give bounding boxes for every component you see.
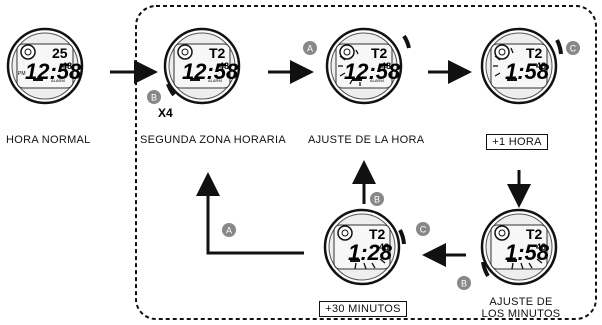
watch-2-sec: 48 (219, 61, 229, 71)
svg-text:C: C (420, 225, 427, 235)
watch-1-sec: 48 (62, 61, 72, 71)
watch-5: T2 1:58 48 (480, 208, 558, 286)
watch-2-sub: ALARM (208, 78, 222, 83)
svg-text:B: B (374, 195, 380, 205)
watch-3-top: T2 (371, 45, 388, 61)
watch-5-main: 1:58 (505, 240, 550, 265)
svg-text:B: B (461, 279, 467, 289)
button-c-badge-1: C (566, 41, 580, 55)
button-b-repeat: X4 (158, 106, 173, 120)
svg-text:A: A (307, 44, 313, 54)
flash-rays (511, 258, 543, 270)
watch-1-main: 12:58 (25, 59, 82, 84)
watch-1-pm: PM (18, 71, 26, 77)
watch-3: T2 12:58 48 ALARM (325, 27, 403, 105)
watch-4-top: T2 (526, 45, 543, 61)
caption-plus1-wrap: +1 HORA (486, 132, 548, 150)
caption-plus1-hora: +1 HORA (486, 134, 548, 150)
caption-hora-normal: HORA NORMAL (6, 134, 91, 146)
watch-3-main: 12:58 (344, 59, 401, 84)
svg-text:A: A (226, 226, 232, 236)
flash-rays (493, 47, 514, 77)
watch-5-sec: 48 (536, 242, 546, 252)
watch-4-main: 1:58 (505, 59, 550, 84)
caption-plus30-wrap: +30 MINUTOS (318, 299, 408, 317)
caption-segunda-zona: SEGUNDA ZONA HORARIA (140, 134, 286, 146)
arrow-plus30-back (196, 172, 304, 255)
watch-1: 25 PM 12:58 48 ALARM (6, 27, 84, 105)
button-b-badge-3: B (457, 276, 471, 290)
watch-6: T2 1:28 48 (323, 208, 401, 286)
watch-6-sec: 48 (379, 242, 389, 252)
button-c-badge-2: C (416, 222, 430, 236)
watch-6-top: T2 (369, 226, 386, 242)
svg-text:B: B (151, 93, 157, 103)
flash-rays (354, 258, 386, 270)
dashed-frame (135, 5, 597, 320)
caption-plus30-minutos: +30 MINUTOS (319, 301, 407, 317)
button-b-badge-1: B (147, 90, 161, 104)
svg-text:C: C (570, 44, 577, 54)
watch-5-top: T2 (526, 226, 543, 242)
watch-4: T2 1:58 48 (480, 27, 558, 105)
watch-2-main: 12:58 (182, 59, 239, 84)
caption-ajuste-minutos: AJUSTE DE LOS MINUTOS (481, 296, 561, 320)
button-a-badge-1: A (303, 41, 317, 55)
watch-1-top: 25 (52, 45, 68, 61)
caption-ajuste-hora: AJUSTE DE LA HORA (308, 134, 425, 146)
flash-rays (338, 49, 361, 86)
watch-4-sec: 48 (536, 61, 546, 71)
watch-2-top: T2 (209, 45, 226, 61)
button-a-badge-2: A (222, 223, 236, 237)
watch-2: T2 12:58 48 ALARM (163, 27, 241, 105)
watch-6-main: 1:28 (348, 240, 393, 265)
watch-3-sec: 48 (381, 61, 391, 71)
button-b-badge-2: B (370, 192, 384, 206)
watch-3-sub: ALARM (370, 78, 384, 83)
watch-1-sub: ALARM (51, 78, 65, 83)
